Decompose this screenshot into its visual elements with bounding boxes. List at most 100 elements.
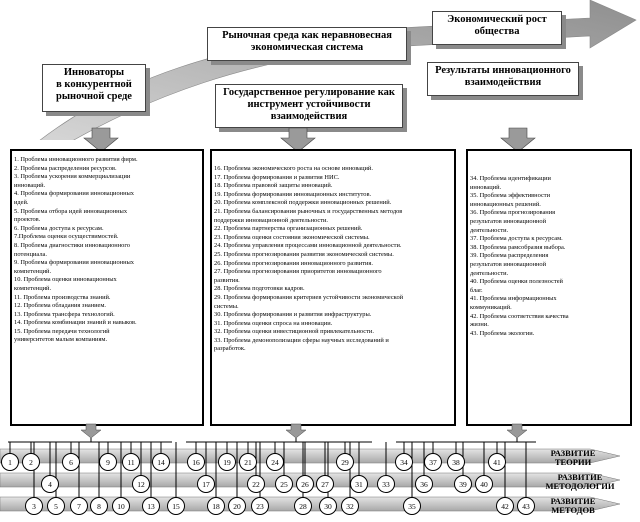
- problem-item: 6. Проблема доступа к ресурсам.: [14, 224, 104, 232]
- problem-item: 4. Проблема формирования инновационных и…: [14, 190, 134, 206]
- problem-node: [294, 497, 312, 515]
- problem-node: [22, 453, 40, 471]
- problem-node-number: 7: [77, 502, 81, 511]
- problem-node: [47, 497, 65, 515]
- problem-item: 37. Проблема доступа к ресурсам.: [470, 235, 563, 243]
- bar-theory: [0, 448, 621, 464]
- problem-item: 23. Проблема оценки состояния экономичес…: [214, 233, 370, 241]
- problem-node-number: 27: [321, 480, 329, 489]
- problem-node-number: 39: [459, 480, 467, 489]
- problem-item: 28. Проблема подготовки кадров.: [214, 285, 305, 293]
- column-state: 16. Проблема экономического роста на осн…: [210, 149, 456, 426]
- problem-node-number: 3: [32, 502, 36, 511]
- problem-item: 11. Проблема производства знаний.: [14, 293, 111, 301]
- problem-node: [62, 453, 80, 471]
- problem-node: [218, 453, 236, 471]
- problem-node-number: 13: [147, 502, 155, 511]
- problem-item: 9. Проблема формирования инновационных к…: [14, 259, 134, 275]
- down-arrow-icon: [285, 423, 307, 439]
- problem-item: 17. Проблема формирования и развития НИС…: [214, 173, 340, 181]
- problem-node-number: 4: [48, 480, 52, 489]
- problem-node-number: 32: [346, 502, 354, 511]
- problem-item: 30. Проблема формирования и развития инф…: [214, 311, 372, 319]
- problem-node: [341, 497, 359, 515]
- problem-node-number: 6: [69, 458, 73, 467]
- problem-node: [350, 475, 368, 493]
- label-theory: РАЗВИТИЕ ТЕОРИИ: [550, 448, 596, 467]
- problem-node: [90, 497, 108, 515]
- problem-item: 27. Проблема прогнозирования приоритетов…: [214, 268, 382, 284]
- problem-item: 43. Проблема экологии.: [470, 329, 535, 337]
- problem-node: [197, 475, 215, 493]
- results-box: Результаты инновационного взаимодействия: [427, 62, 579, 96]
- problem-node: [319, 497, 337, 515]
- problem-node: [207, 497, 225, 515]
- problem-item: 5. Проблема отбора идей инновационных пр…: [14, 207, 128, 224]
- problem-item: 2. Проблема распределения ресурсов.: [14, 164, 117, 172]
- problem-node: [475, 475, 493, 493]
- problem-node: [316, 475, 334, 493]
- problem-item: 3. Проблема ускорения коммерциализации и…: [14, 173, 131, 189]
- problem-item: 18. Проблема правовой защиты инноваций.: [214, 182, 333, 190]
- column-arrows: [83, 127, 536, 153]
- problem-node: [247, 475, 265, 493]
- problem-node-number: 42: [501, 502, 509, 511]
- problem-item: 42. Проблема соответствия качества жизни…: [470, 312, 569, 329]
- problem-node: [187, 453, 205, 471]
- problem-node-number: 10: [117, 502, 125, 511]
- problem-item: 26. Проблема прогнозирования инновационн…: [214, 259, 373, 267]
- problem-node: [336, 453, 354, 471]
- problem-item: 31. Проблема оценки спроса на инновации.: [214, 319, 333, 327]
- problem-node-number: 40: [480, 480, 488, 489]
- problem-node-number: 2: [29, 458, 33, 467]
- label-methodology: РАЗВИТИЕ МЕТОДОЛОГИИ: [545, 472, 615, 491]
- problem-node-number: 12: [137, 480, 145, 489]
- problem-item: 20. Проблема комплексной поддержки иннов…: [214, 199, 392, 207]
- problem-node: [395, 453, 413, 471]
- problem-node-number: 16: [192, 458, 200, 467]
- problem-item: 8. Проблема диагностики инновационного п…: [14, 241, 130, 258]
- problem-item: 7.Проблема оценки осуществимостей.: [14, 233, 119, 241]
- problem-item: 14. Проблема комбинации знаний и навыков…: [14, 319, 137, 327]
- column-results: 34. Проблема идентификации инноваций.35.…: [466, 149, 632, 426]
- problem-node: [377, 475, 395, 493]
- problem-item: 38. Проблема рамсобразия выбора.: [470, 243, 566, 251]
- problem-item: 40. Проблема оценки полезностей благ.: [470, 278, 563, 294]
- problem-node-number: 18: [212, 502, 220, 511]
- problem-node-number: 33: [382, 480, 390, 489]
- problem-node: [454, 475, 472, 493]
- problem-node-number: 36: [420, 480, 428, 489]
- problem-item: 19. Проблема формирования инновационных …: [214, 190, 372, 198]
- problem-node-number: 34: [400, 458, 408, 467]
- problem-node-number: 26: [301, 480, 309, 489]
- problem-item: 21. Проблема балансирования рыночных и г…: [214, 207, 403, 224]
- label-methods: РАЗВИТИЕ МЕТОДОВ: [550, 496, 596, 515]
- down-arrow-icon: [500, 127, 536, 153]
- problem-node-number: 30: [324, 502, 332, 511]
- problem-node: [167, 497, 185, 515]
- problem-node-number: 24: [271, 458, 279, 467]
- problem-item: 32. Проблема оценки инвестиционной привл…: [214, 328, 374, 336]
- problem-node-number: 37: [429, 458, 437, 467]
- problem-node-number: 35: [408, 502, 416, 511]
- problem-node: [415, 475, 433, 493]
- problem-node: [1, 453, 19, 471]
- problem-node-number: 8: [97, 502, 101, 511]
- problem-item: 29. Проблема формирования критериев усто…: [214, 293, 404, 310]
- problem-node: [25, 497, 43, 515]
- problem-node: [122, 453, 140, 471]
- problem-node: [152, 453, 170, 471]
- problem-item: 13. Проблема трансфера технологий.: [14, 310, 115, 318]
- problem-node-number: 43: [522, 502, 530, 511]
- problem-node: [132, 475, 150, 493]
- problem-node-number: 19: [223, 458, 231, 467]
- problem-item: 33. Проблема демонополизации сферы научн…: [214, 336, 389, 353]
- problem-item: 10. Проблема оценки инновационных компет…: [14, 276, 117, 292]
- problem-node: [112, 497, 130, 515]
- problem-item: 25. Проблема прогнозирования развития эк…: [214, 250, 394, 258]
- problem-item: 1. Проблема инновационного развития фирм…: [14, 156, 138, 163]
- problem-node-number: 14: [157, 458, 165, 467]
- problem-node: [41, 475, 59, 493]
- problem-node-number: 31: [355, 480, 363, 489]
- problem-item: 34. Проблема идентификации инноваций.: [470, 175, 551, 191]
